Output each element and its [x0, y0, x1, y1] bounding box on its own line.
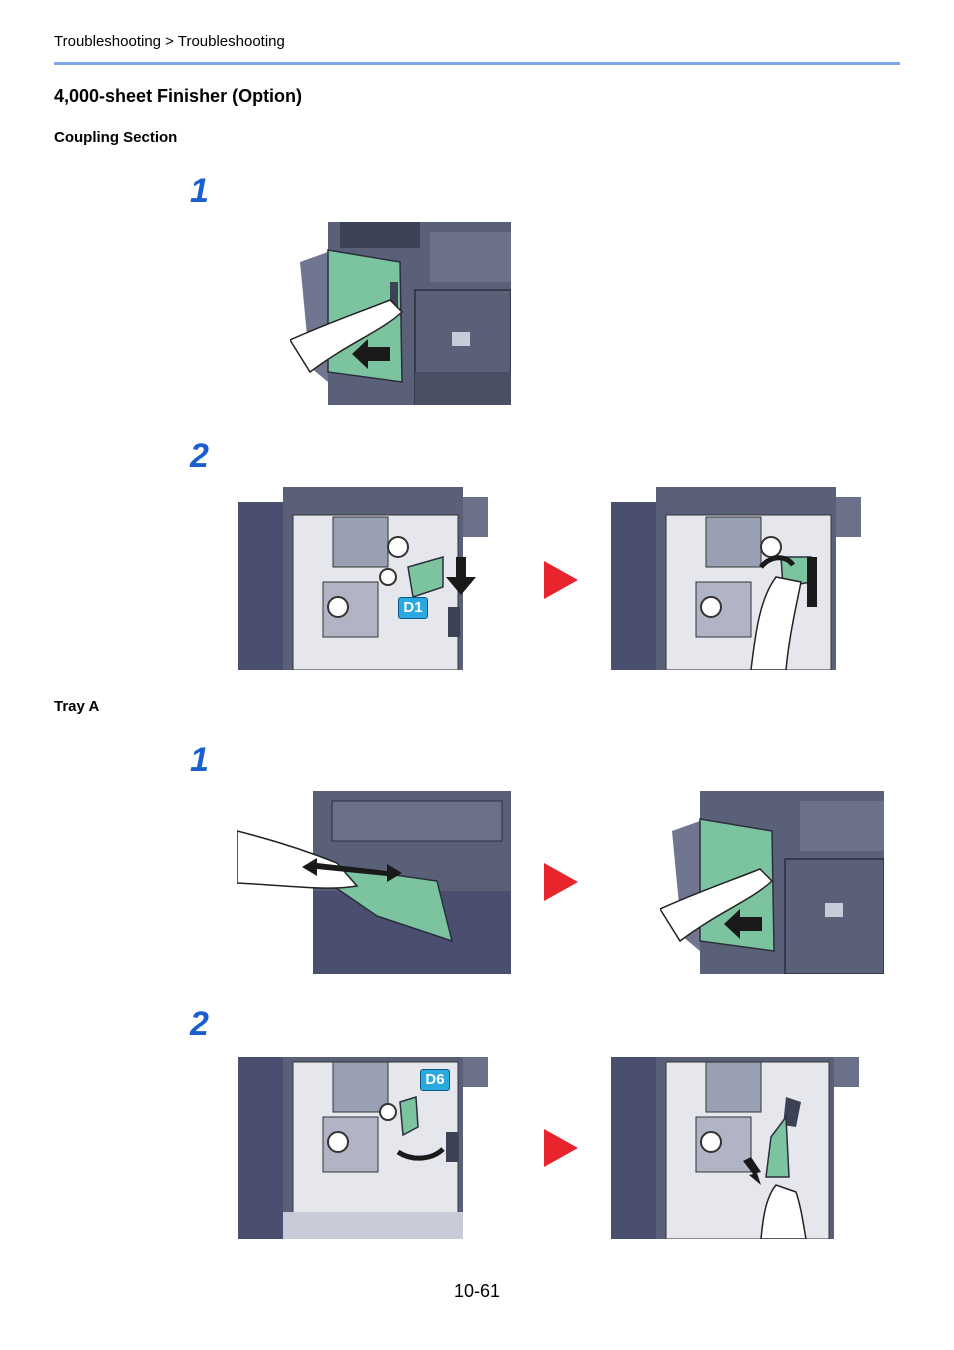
step-number: 2	[190, 437, 209, 475]
illustration-lever-d6: D6	[238, 1057, 488, 1239]
next-arrow-icon	[544, 863, 578, 901]
step-number: 1	[190, 741, 209, 779]
header-rule	[54, 62, 900, 65]
section-heading-tray-a: Tray A	[54, 698, 100, 715]
label-d6: D6	[420, 1069, 450, 1091]
step-number: 1	[190, 172, 209, 210]
illustration-lever-d1: D1	[238, 487, 488, 670]
breadcrumb: Troubleshooting > Troubleshooting	[54, 33, 285, 50]
illustration-close-door	[660, 791, 884, 974]
step-number: 2	[190, 1005, 209, 1043]
illustration-remove-paper	[611, 487, 861, 670]
page-number: 10-61	[453, 1281, 501, 1301]
next-arrow-icon	[544, 1129, 578, 1167]
next-arrow-icon	[544, 561, 578, 599]
label-d1: D1	[398, 597, 428, 619]
illustration-pull-paper	[237, 791, 511, 974]
page-title: 4,000-sheet Finisher (Option)	[54, 86, 303, 106]
illustration-remove-paper-d6	[611, 1057, 859, 1239]
section-heading-coupling: Coupling Section	[54, 129, 178, 146]
illustration-open-door	[290, 222, 511, 405]
